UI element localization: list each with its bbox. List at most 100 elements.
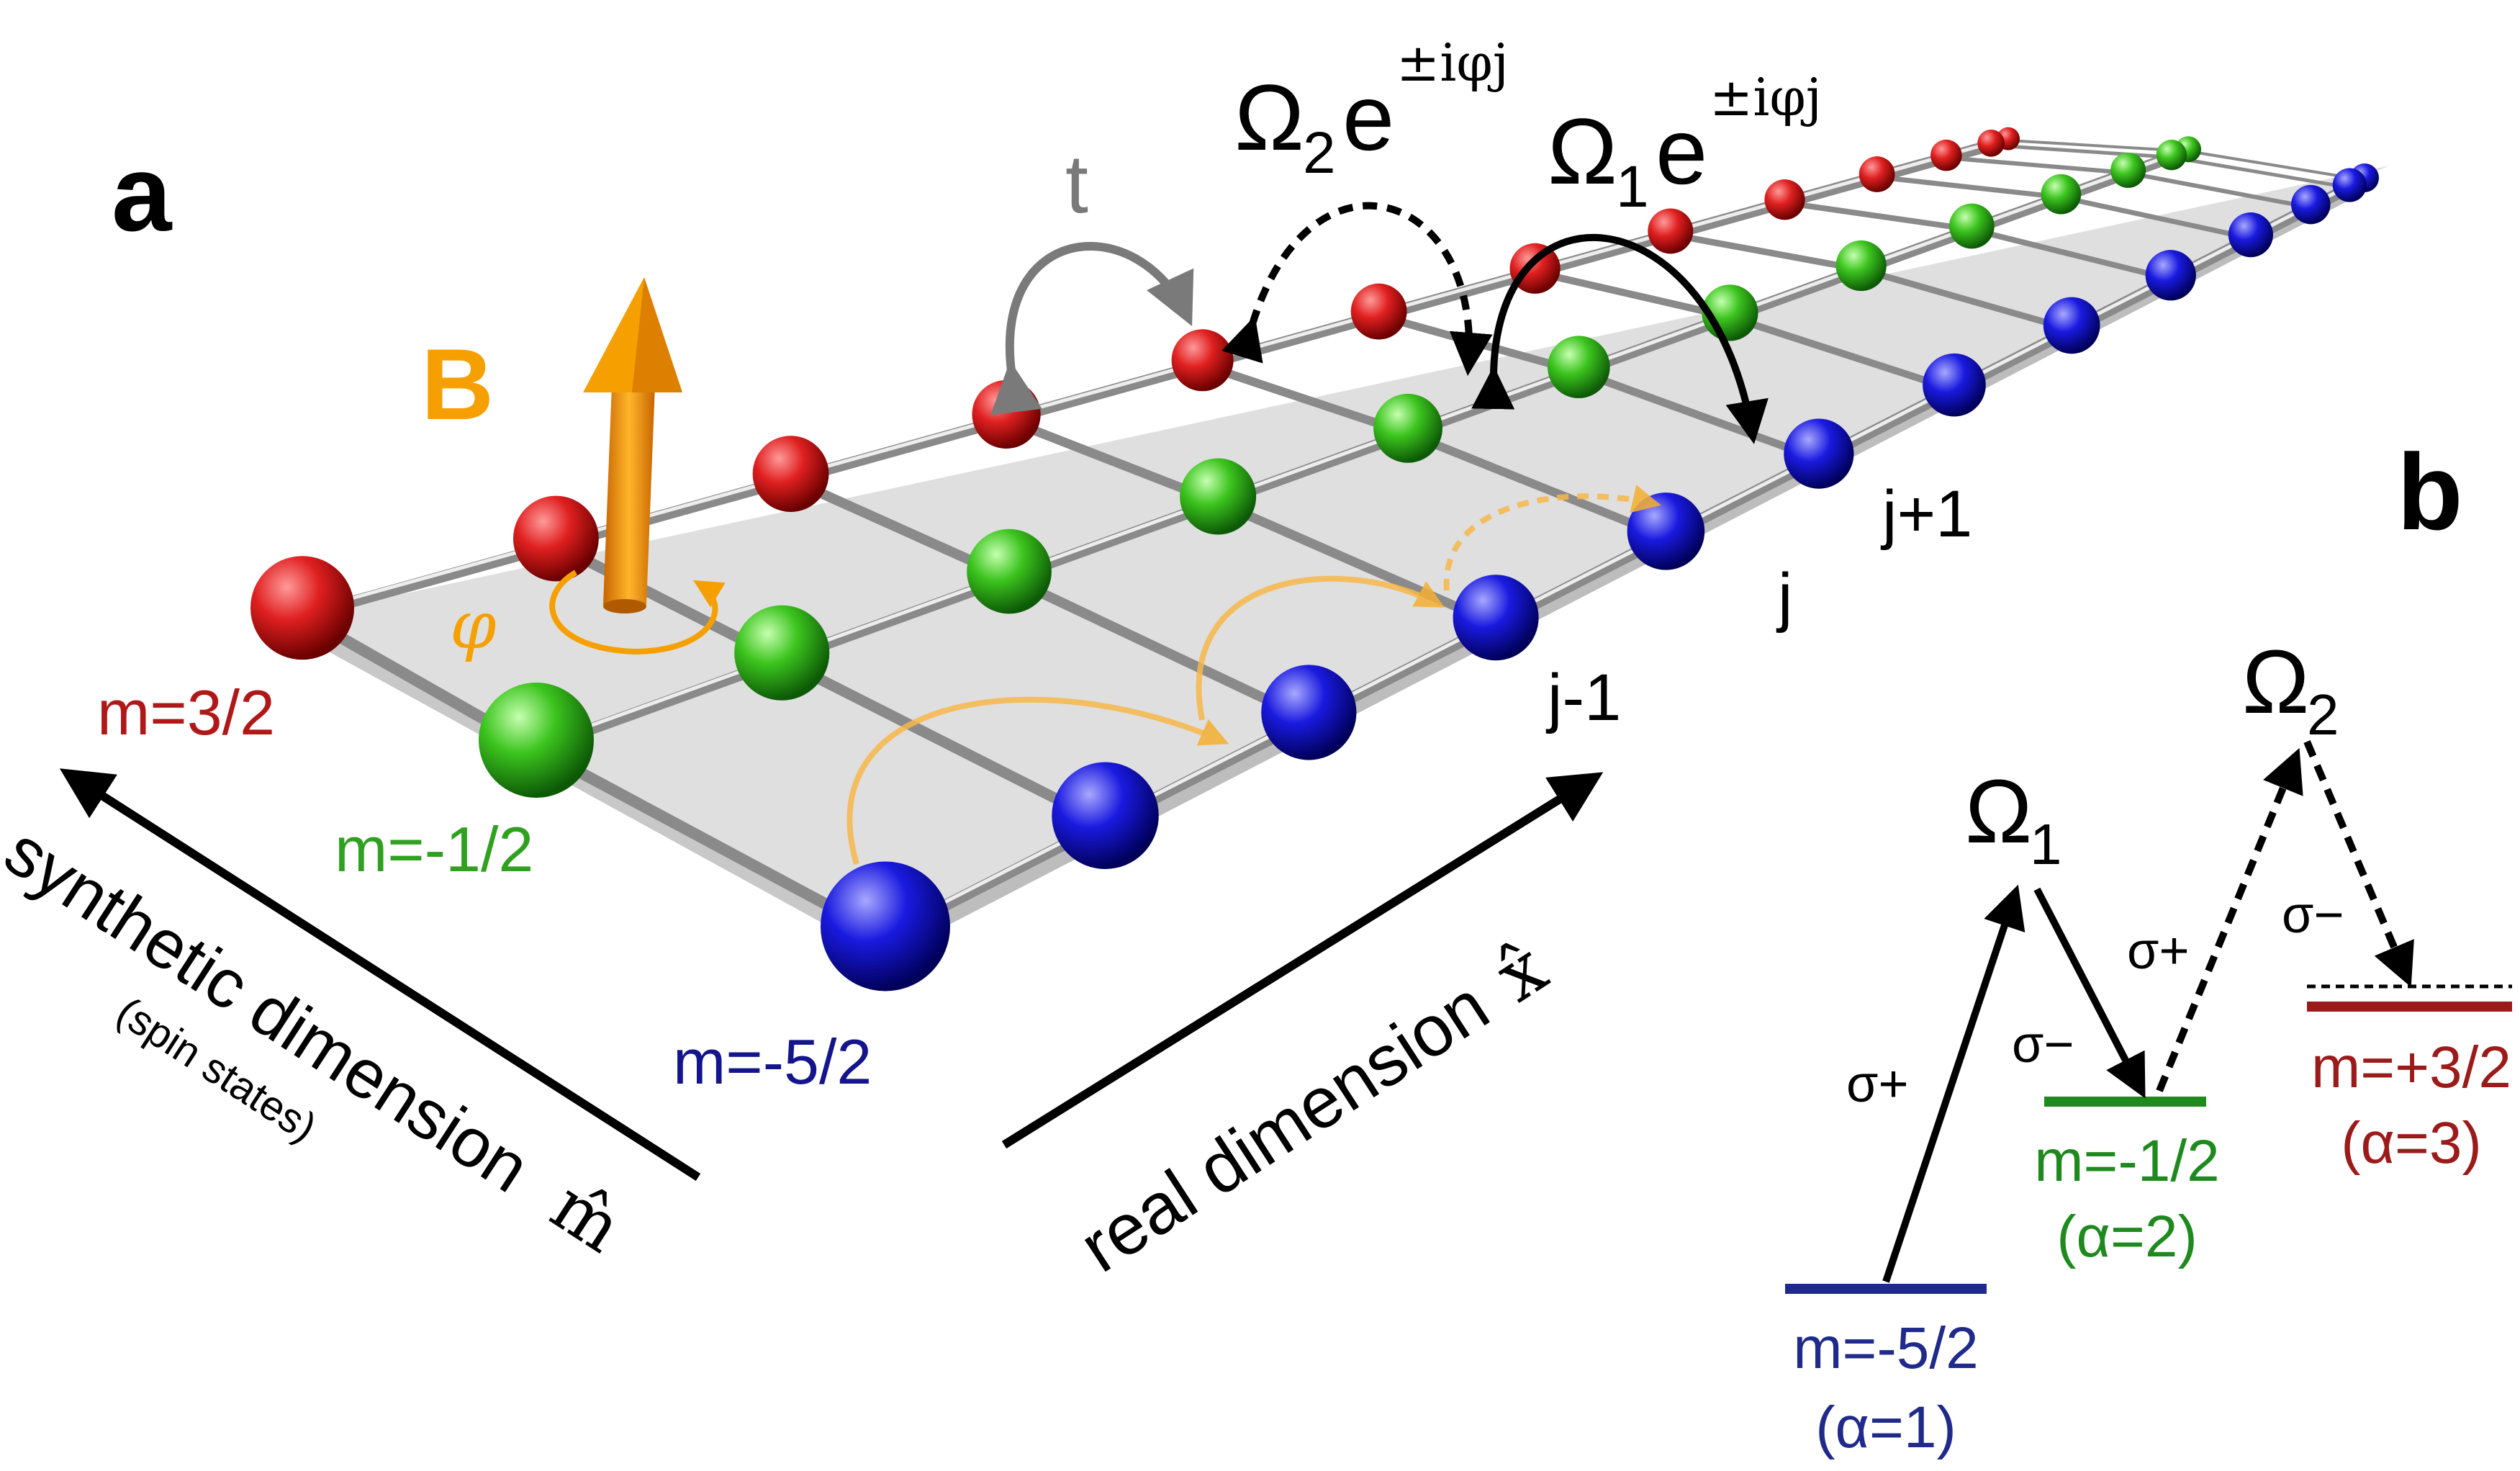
lattice-site-blue <box>1627 492 1705 570</box>
sigma-minus-dashed-arrow <box>2303 740 2414 988</box>
sigma-plus-dashed-arrow <box>2156 747 2303 1092</box>
svg-text:real dimension: real dimension <box>1066 965 1502 1287</box>
level-2-m-label: m=-1/2 <box>2034 1128 2220 1194</box>
panel-b: b Ω 1 Ω 2 σ+ σ− σ+ σ− m=-5/2 (α=1) m=-1/… <box>1785 431 2512 1460</box>
lattice-rung-bar <box>1213 497 1501 629</box>
hop-t-arrow <box>990 242 1194 415</box>
lattice-rung-bar <box>1969 226 2174 282</box>
omega1-label: Ω 1 e ±iφj <box>1548 67 1822 220</box>
lattice-site-red <box>512 495 599 582</box>
lattice-rung-bar <box>1198 360 1413 438</box>
lattice-rung-bar <box>1726 313 1958 394</box>
magnetic-field-arrow <box>583 277 682 613</box>
lattice-rung-bar <box>1874 174 2064 200</box>
lattice-sites <box>250 127 2379 991</box>
synthetic-axis-arrow <box>59 768 701 1182</box>
svg-text:m̂: m̂ <box>537 1165 636 1269</box>
lattice-site-green <box>2110 153 2146 188</box>
site-label-j-minus-1: j-1 <box>1545 661 1621 734</box>
site-label-j-plus-1: j+1 <box>1880 477 1972 551</box>
level-3-alpha-label: (α=3) <box>2341 1110 2482 1176</box>
lattice-site-red <box>1171 329 1234 392</box>
lattice-site-green <box>1373 393 1442 463</box>
omega2-coupling-arrow <box>1221 202 1493 376</box>
lattice-rung-bar <box>1943 155 2131 176</box>
lattice-rung-bar <box>2058 194 2254 241</box>
lattice-site-green <box>1547 336 1610 399</box>
sigma-plus-label-2: σ+ <box>2127 922 2189 980</box>
rotation-symbol: φ <box>450 587 497 664</box>
svg-text:e: e <box>1342 65 1394 170</box>
lattice-rung-bar <box>1989 143 2174 159</box>
level-1-m-label: m=-5/2 <box>1793 1315 1979 1381</box>
level-3-m-label: m=+3/2 <box>2311 1035 2511 1100</box>
lattice-rung-bar <box>2187 150 2366 181</box>
omega2-label: Ω 2 e ±iφj <box>1234 32 1509 186</box>
svg-text:e: e <box>1656 99 1707 204</box>
lattice-site-green <box>1835 240 1887 292</box>
lattice-site-red <box>1930 139 1962 171</box>
lattice-rung-bar <box>1404 429 1671 541</box>
svg-text:Ω: Ω <box>1548 99 1617 204</box>
field-label: B <box>421 328 494 441</box>
lattice-rung-bar <box>1667 231 1865 273</box>
spin-label-bot: m=-5/2 <box>673 1026 872 1097</box>
lattice-site-blue <box>1784 418 1854 489</box>
svg-text:Ω: Ω <box>2242 632 2309 732</box>
lattice-site-green <box>2041 174 2082 215</box>
lattice-site-blue <box>1923 353 1986 417</box>
panel-a: φ B a t Ω 2 e ±iφj Ω 1 e ±iφj j-1 j j+1 … <box>0 32 2390 1287</box>
lattice-rung-bar <box>2126 171 2313 210</box>
lattice-rung-bar <box>1531 269 1734 321</box>
panel-b-omega2-label: Ω 2 <box>2242 632 2339 747</box>
svg-text:Ω: Ω <box>1965 762 2032 862</box>
orange-hop-arrow-1 <box>846 696 1229 865</box>
lattice-site-red <box>752 436 829 512</box>
lattice-site-red <box>1764 179 1805 220</box>
svg-text:1: 1 <box>2030 812 2062 876</box>
sigma-minus-label-2: σ− <box>2282 886 2344 944</box>
sigma-plus-label-1: σ+ <box>1846 1056 1908 1113</box>
lattice-site-red <box>1509 243 1561 294</box>
lattice-site-blue <box>821 861 950 991</box>
panel-b-label: b <box>2397 431 2463 552</box>
svg-text:x̂: x̂ <box>1481 925 1561 1018</box>
site-label-j: j <box>1776 560 1792 634</box>
lattice-site-red <box>250 556 354 660</box>
hop-label-t: t <box>1065 138 1088 230</box>
lattice-rung-bar <box>1781 199 1975 233</box>
lattice-site-red <box>1648 208 1694 254</box>
synthetic-axis-label: synthetic dimension m̂ (spin states) <box>0 812 636 1269</box>
svg-text:±iφj: ±iφj <box>1396 32 1509 93</box>
sigma-plus-solid-arrow <box>1882 884 2026 1283</box>
lattice-site-blue <box>2228 212 2273 258</box>
real-axis-label: real dimension x̂ <box>1066 925 1561 1287</box>
lattice-site-blue <box>2145 250 2196 301</box>
lattice-site-red <box>1350 283 1407 340</box>
lattice-site-blue <box>1261 665 1357 760</box>
panel-b-omega1-label: Ω 1 <box>1965 762 2062 876</box>
spin-label-top: m=3/2 <box>97 677 275 748</box>
lattice-site-green <box>734 605 830 701</box>
lattice-site-blue <box>2291 184 2331 225</box>
level-2-alpha-label: (α=2) <box>2056 1204 2198 1269</box>
lattice-site-green <box>1180 458 1257 535</box>
sigma-minus-label-1: σ− <box>2012 1016 2074 1074</box>
sigma-minus-solid-arrow <box>2033 887 2146 1099</box>
lattice-rung-bar <box>2169 155 2352 190</box>
lattice-rung-bar <box>1004 572 1314 725</box>
svg-text:2: 2 <box>1303 120 1336 186</box>
lattice-site-blue <box>2043 297 2100 354</box>
omega1-coupling-arrow <box>1471 233 1769 444</box>
rotation-ring-icon <box>549 570 726 655</box>
lattice-site-blue <box>2332 168 2367 202</box>
lattice-rung-bar <box>1858 266 2075 333</box>
lattice-site-red <box>1977 129 2005 157</box>
lattice-site-red <box>972 379 1041 449</box>
orange-hop-arrow-2 <box>1196 575 1445 721</box>
panel-a-label: a <box>112 132 173 253</box>
lattice-site-green <box>967 528 1052 614</box>
spin-label-mid: m=-1/2 <box>335 814 533 885</box>
lattice-site-blue <box>1052 762 1159 869</box>
